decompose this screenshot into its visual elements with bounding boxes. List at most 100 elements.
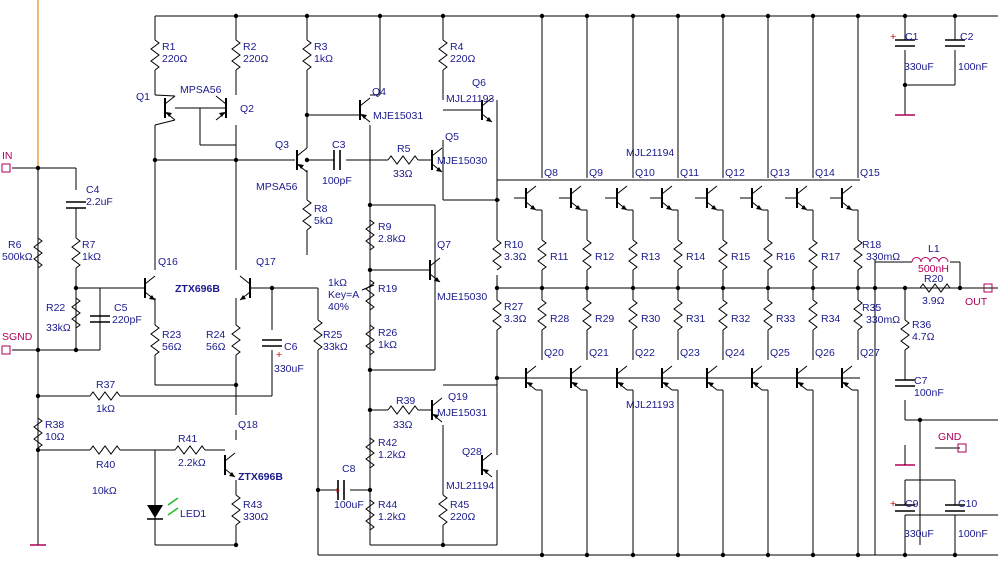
r27-ref: R27	[504, 301, 523, 313]
c6-value: 330uF	[274, 363, 304, 375]
c6-ref: C6	[284, 341, 298, 353]
r36-ref: R36	[912, 319, 931, 331]
inductor-l1	[911, 257, 949, 263]
output-upper-transistor-label: Q14	[815, 167, 835, 179]
junction-dots	[35, 13, 963, 558]
r9-ref: R9	[378, 221, 392, 233]
r20-value: 3.9Ω	[922, 295, 945, 307]
r44-ref: R44	[378, 499, 397, 511]
r26-value: 1kΩ	[378, 339, 397, 351]
q16-label: Q16	[158, 256, 178, 268]
mpsa56-label-1: MPSA56	[180, 84, 222, 96]
r45-ref: R45	[450, 499, 469, 511]
r10-value: 3.3Ω	[504, 251, 527, 263]
svg-text:+: +	[276, 349, 282, 361]
output-upper-resistor-label: R17	[821, 251, 840, 263]
r8-ref: R8	[314, 203, 328, 215]
c5-value: 220pF	[112, 314, 142, 326]
pin-out-label: OUT	[965, 296, 988, 308]
output-upper-transistor-label: Q8	[544, 167, 558, 179]
c9-value: 330uF	[904, 528, 934, 540]
mjl21193-label-1: MJL21193	[446, 93, 494, 105]
r19-key: Key=A	[328, 289, 359, 301]
resistors	[33, 39, 951, 531]
r38-ref: R38	[45, 419, 64, 431]
r18-value: 330mΩ	[866, 251, 900, 263]
r44-value: 1.2kΩ	[378, 511, 406, 523]
r2-ref: R2	[243, 41, 257, 53]
c2-ref: C2	[960, 31, 974, 43]
output-lower-transistor-label: Q20	[544, 347, 564, 359]
c10-value: 100nF	[958, 528, 988, 540]
r19-value: 1kΩ	[328, 277, 347, 289]
ztx696b-label-2: ZTX696B	[238, 471, 283, 483]
output-lower-resistor-label: R28	[550, 313, 569, 325]
r6-value: 500kΩ	[2, 251, 33, 263]
r22-ref: R22	[46, 302, 65, 314]
mjl21194-label-1: MJL21194	[626, 147, 674, 159]
output-upper-resistor-label: R12	[595, 251, 614, 263]
c4-value: 2.2uF	[86, 196, 113, 208]
output-upper-resistor-label: R11	[550, 251, 569, 263]
output-lower-transistor-label: Q24	[725, 347, 745, 359]
r5-ref: R5	[397, 143, 411, 155]
r40-value: 10kΩ	[92, 485, 117, 497]
r22-value: 33kΩ	[46, 322, 71, 334]
output-lower-transistor-label: Q21	[589, 347, 609, 359]
ztx696b-label-1: ZTX696B	[175, 283, 220, 295]
output-lower-transistor-label: Q26	[815, 347, 835, 359]
r8-value: 5kΩ	[314, 215, 333, 227]
r9-value: 2.8kΩ	[378, 233, 406, 245]
r20-ref: R20	[924, 273, 943, 285]
c10-ref: C10	[958, 498, 977, 510]
output-lower-resistor-label: R29	[595, 313, 614, 325]
output-lower-resistor-label: R33	[776, 313, 795, 325]
q7-label: Q7	[437, 239, 451, 251]
r7-value: 1kΩ	[82, 251, 101, 263]
q3-label: Q3	[275, 139, 289, 151]
r3-value: 1kΩ	[314, 53, 333, 65]
r24-value: 56Ω	[206, 341, 226, 353]
svg-text:+: +	[890, 498, 896, 510]
r45-value: 220Ω	[450, 511, 476, 523]
pins	[1, 163, 993, 453]
r3-ref: R3	[314, 41, 328, 53]
r5-value: 33Ω	[393, 168, 413, 180]
q28-label: Q28	[462, 446, 482, 458]
r35-value: 330mΩ	[866, 314, 900, 326]
output-upper-transistor-label: Q15	[860, 167, 880, 179]
pin-in-label: IN	[2, 150, 13, 162]
output-lower-resistor-label: R34	[821, 313, 840, 325]
output-upper-transistor-label: Q13	[770, 167, 790, 179]
mjl21194-label-2: MJL21194	[446, 480, 494, 492]
q2-label: Q2	[240, 103, 254, 115]
r6-ref: R6	[8, 239, 22, 251]
r37-ref: R37	[96, 379, 115, 391]
r42-ref: R42	[378, 437, 397, 449]
r19-pct: 40%	[328, 301, 349, 313]
component-labels: R1 220Ω R2 220Ω R3 1kΩ R4 220Ω Q1 MPSA56…	[2, 31, 988, 540]
svg-text:+: +	[890, 31, 896, 43]
q4-label: Q4	[372, 86, 386, 98]
q19-label: Q19	[448, 391, 468, 403]
q6-label: Q6	[472, 77, 486, 89]
q5-label: Q5	[445, 131, 459, 143]
capacitors	[66, 39, 965, 512]
r43-value: 330Ω	[243, 511, 269, 523]
c8-value: 100uF	[334, 499, 364, 511]
l1-ref: L1	[928, 243, 940, 255]
output-lower-transistor-label: Q22	[635, 347, 655, 359]
output-upper-resistor-label: R14	[686, 251, 705, 263]
output-stage: Q8R11R28Q20Q9R12R29Q21Q10R13R30Q22Q11R14…	[514, 13, 881, 558]
r23-ref: R23	[162, 329, 181, 341]
output-lower-resistor-label: R30	[641, 313, 660, 325]
r38-value: 10Ω	[45, 431, 65, 443]
r25-value: 33kΩ	[323, 341, 348, 353]
pin-gnd-label: GND	[938, 431, 962, 443]
c5-ref: C5	[114, 302, 128, 314]
r4-value: 220Ω	[450, 53, 476, 65]
c7-ref: C7	[914, 375, 928, 387]
r2-value: 220Ω	[243, 53, 269, 65]
c3-ref: C3	[332, 139, 346, 151]
